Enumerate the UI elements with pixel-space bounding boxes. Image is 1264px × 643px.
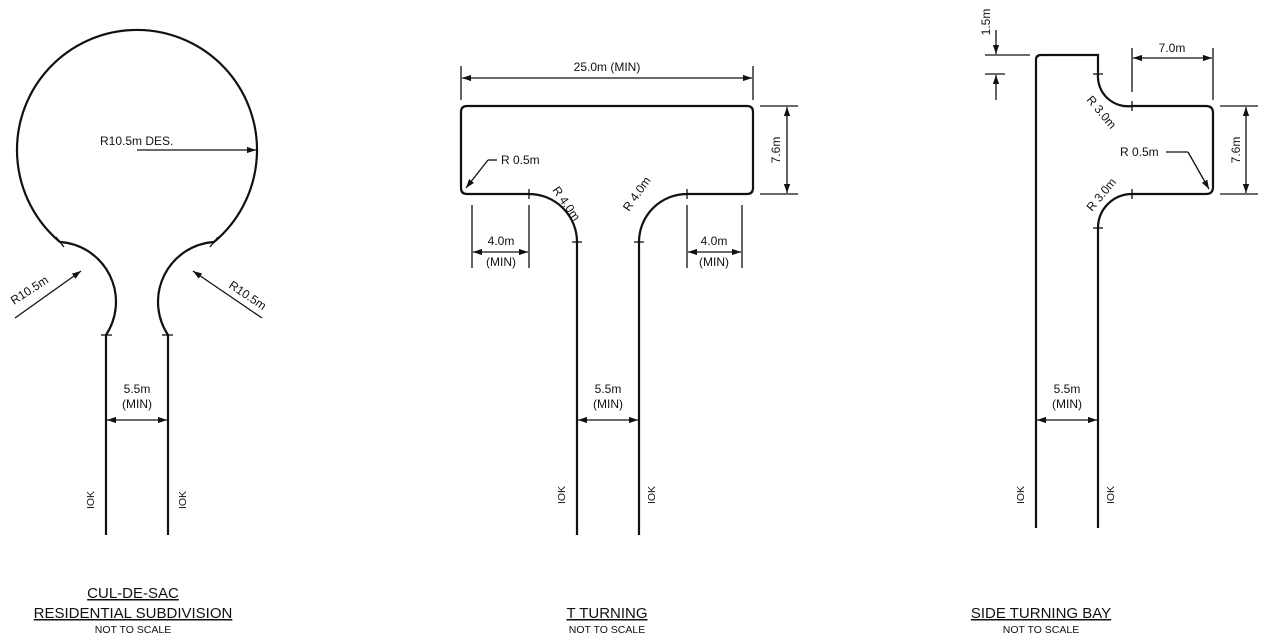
height-label: 7.6m (769, 137, 783, 164)
corner-radius-leader (1187, 151, 1210, 190)
corner-radius-label: R 0.5m (1120, 145, 1159, 159)
tangent-tick (55, 236, 65, 248)
width-value: 5.5m (595, 382, 622, 396)
cul-de-sac-subtitle: NOT TO SCALE (95, 624, 171, 636)
radius-left-label: R 4.0m (550, 184, 584, 224)
radius-top-label: R 3.0m (1084, 93, 1120, 132)
iok-label-left: IOK (1015, 486, 1027, 504)
iok-label-right: IOK (177, 491, 189, 509)
radius-left-leader (14, 270, 82, 319)
height-label: 7.6m (1229, 137, 1243, 164)
side-turning-bay-drawing: 1.5m 7.0m 7.6m R 0.5m R 3.0m R 3.0m 5.5m… (971, 9, 1258, 636)
left-offset-value: 4.0m (488, 234, 515, 248)
width-min: (MIN) (593, 397, 623, 411)
radius-right-label: R 4.0m (620, 174, 654, 214)
cul-de-sac-outline (15, 28, 259, 535)
side-turning-bay-subtitle: NOT TO SCALE (1003, 624, 1079, 636)
iok-label-right: IOK (646, 486, 658, 504)
width-min: (MIN) (1052, 397, 1082, 411)
side-turning-bay-upper-curve (1096, 73, 1215, 528)
t-turning-outline (459, 104, 755, 535)
tangent-tick (209, 236, 219, 248)
width-value: 5.5m (124, 382, 151, 396)
right-offset-value: 4.0m (701, 234, 728, 248)
top-width-label: 25.0m (MIN) (574, 60, 641, 74)
left-offset-min: (MIN) (486, 255, 516, 269)
radius-bottom-label: R 3.0m (1084, 175, 1120, 214)
cul-de-sac-title-2: RESIDENTIAL SUBDIVISION (34, 605, 233, 622)
t-turning-drawing: 25.0m (MIN) 7.6m R 0.5m R 4.0m R 4.0m 4.… (459, 60, 798, 636)
right-offset-min: (MIN) (699, 255, 729, 269)
cul-de-sac-drawing: R10.5m DES. R10.5m R10.5m 5.5m (MIN) IOK… (8, 28, 269, 636)
iok-label-left: IOK (85, 491, 97, 509)
radius-des-label: R10.5m DES. (100, 134, 173, 148)
side-turning-bay-title: SIDE TURNING BAY (971, 605, 1111, 622)
width-value: 5.5m (1054, 382, 1081, 396)
t-turning-title: T TURNING (566, 605, 647, 622)
side-turning-bay-main-outline (1034, 53, 1100, 528)
corner-radius-leader (465, 159, 489, 189)
width-min: (MIN) (122, 397, 152, 411)
radius-right-leader (192, 270, 263, 319)
top-offset-label: 1.5m (979, 9, 993, 36)
corner-radius-label: R 0.5m (501, 153, 540, 167)
iok-label-left: IOK (556, 486, 568, 504)
cul-de-sac-title-1: CUL-DE-SAC (87, 585, 179, 602)
iok-label-right: IOK (1105, 486, 1117, 504)
bay-length-label: 7.0m (1159, 41, 1186, 55)
t-turning-subtitle: NOT TO SCALE (569, 624, 645, 636)
radius-left-label: R10.5m (8, 273, 51, 308)
